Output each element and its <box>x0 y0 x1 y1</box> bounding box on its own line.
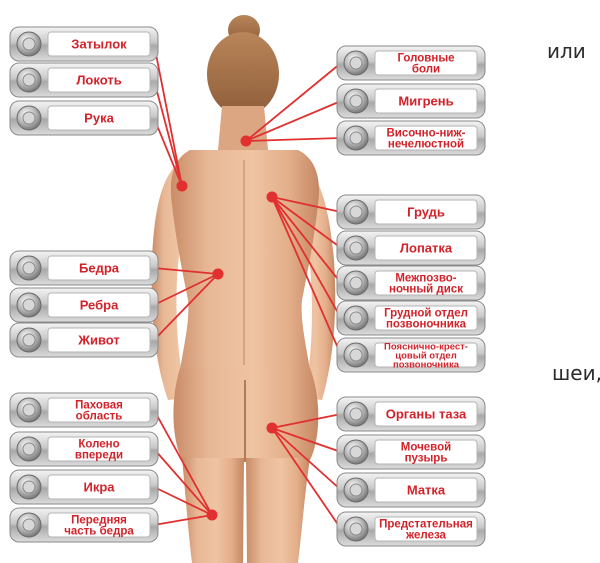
body-area-label: Икра <box>83 480 115 495</box>
body-area-label: Ребра <box>80 298 119 313</box>
metal-button-center-icon <box>23 519 35 531</box>
metal-button-center-icon <box>23 443 35 455</box>
body-area-label: нечелюстной <box>388 139 464 151</box>
label-button[interactable]: Матка <box>337 473 485 507</box>
metal-button-center-icon <box>350 206 362 218</box>
label-button[interactable]: Рука <box>10 101 158 135</box>
metal-button-center-icon <box>350 242 362 254</box>
body-area-label: Матка <box>407 483 446 498</box>
label-button[interactable]: Бедра <box>10 251 158 285</box>
label-button[interactable]: Ребра <box>10 288 158 322</box>
metal-button-center-icon <box>23 74 35 86</box>
metal-button-center-icon <box>23 481 35 493</box>
label-button[interactable]: Грудь <box>337 195 485 229</box>
body-area-label: Живот <box>77 333 120 348</box>
metal-button-center-icon <box>23 112 35 124</box>
body-area-label: часть бедра <box>64 526 134 538</box>
metal-button-center-icon <box>23 334 35 346</box>
body-area-label: пузырь <box>405 453 448 465</box>
metal-button-center-icon <box>23 299 35 311</box>
metal-button-center-icon <box>350 277 362 289</box>
label-button[interactable]: Локоть <box>10 63 158 97</box>
metal-button-center-icon <box>23 38 35 50</box>
metal-button-center-icon <box>350 408 362 420</box>
body-area-label: Бедра <box>79 261 120 276</box>
pain-point-dot <box>213 269 224 280</box>
body-area-label: область <box>76 411 123 423</box>
label-button[interactable]: Живот <box>10 323 158 357</box>
body-area-label: Затылок <box>71 37 127 52</box>
metal-button-center-icon <box>350 484 362 496</box>
label-button[interactable]: Лопатка <box>337 231 485 265</box>
label-button[interactable]: Икра <box>10 470 158 504</box>
metal-button-center-icon <box>350 523 362 535</box>
metal-button-center-icon <box>350 312 362 324</box>
body-area-label: позвоночника <box>393 359 460 370</box>
body-area-label: позвоночника <box>386 319 467 331</box>
metal-button-center-icon <box>350 132 362 144</box>
head <box>207 32 279 116</box>
metal-button-center-icon <box>350 57 362 69</box>
label-button[interactable]: Мигрень <box>337 84 485 118</box>
metal-button-center-icon <box>23 404 35 416</box>
body-area-label: Локоть <box>76 73 121 88</box>
pointer-line <box>154 80 182 186</box>
body-area-label: Мигрень <box>398 94 453 109</box>
side-text-middle: шеи, <box>552 361 600 385</box>
label-button[interactable]: Височно-ниж-нечелюстной <box>337 121 485 155</box>
body-area-label: Рука <box>84 111 114 126</box>
body-area-label: Грудь <box>407 205 445 220</box>
label-button[interactable]: Органы таза <box>337 397 485 431</box>
side-text-top: или <box>547 39 586 63</box>
body-area-label: Лопатка <box>400 241 453 256</box>
right-leg <box>246 458 310 563</box>
pain-point-dot <box>177 181 188 192</box>
body-area-label: боли <box>412 64 440 76</box>
metal-button-center-icon <box>350 95 362 107</box>
metal-button-center-icon <box>350 349 362 361</box>
body-area-label: впереди <box>75 450 123 462</box>
metal-button-center-icon <box>350 446 362 458</box>
body-area-label: Органы таза <box>386 407 467 422</box>
body-area-label: железа <box>405 530 447 542</box>
pain-point-dot <box>267 192 278 203</box>
pain-point-dot <box>241 136 252 147</box>
metal-button-center-icon <box>23 262 35 274</box>
pain-point-dot <box>267 423 278 434</box>
body-area-label: ночный диск <box>389 284 463 296</box>
label-button[interactable]: Межпозво-ночный диск <box>337 266 485 300</box>
pain-point-dot <box>207 510 218 521</box>
label-button[interactable]: Затылок <box>10 27 158 61</box>
